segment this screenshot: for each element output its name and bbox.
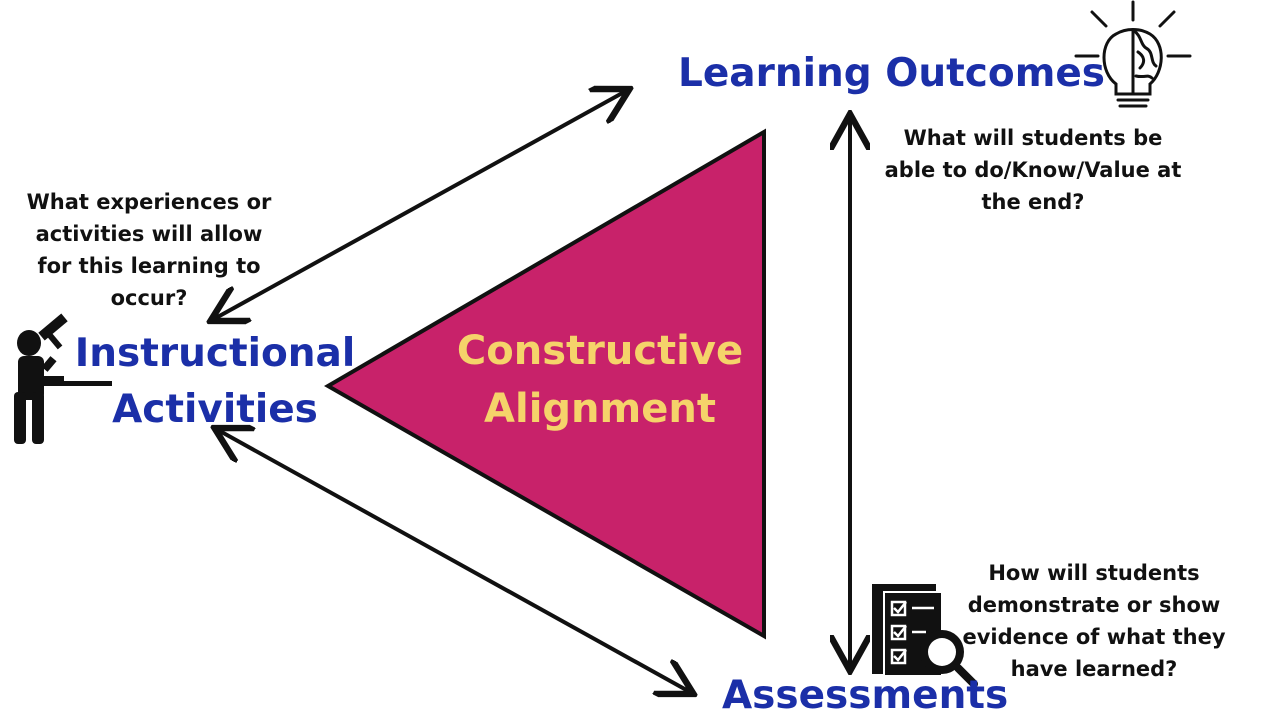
instructional-activities-title-line-2: Activities [112, 387, 318, 432]
assessments-question-line: have learned? [1010, 657, 1178, 681]
instructional-activities-question: What experiences or activities will allo… [4, 186, 294, 314]
instructional-activities-question-line: for this learning to [37, 254, 261, 278]
learning-outcomes-question: What will students be able to do/Know/Va… [868, 122, 1198, 218]
center-title-line-2: Alignment [484, 386, 716, 432]
instructional-activities-question-line: activities will allow [35, 222, 263, 246]
checklist-magnifier-icon [872, 584, 978, 688]
assessments-title: Assessments [722, 673, 1009, 718]
center-title-line-1: Constructive [456, 328, 744, 374]
lightbulb-brain-icon [1074, 0, 1192, 108]
arrow-activities-assessments [218, 430, 690, 692]
assessments-question-line: How will students [988, 561, 1200, 585]
arrow-activities-outcomes [214, 91, 626, 319]
learning-outcomes-question-line: What will students be [903, 126, 1163, 150]
learning-outcomes-question-line: able to do/Know/Value at [884, 158, 1182, 182]
assessments-question: How will students demonstrate or show ev… [954, 557, 1234, 685]
center-title: Constructive Alignment [430, 322, 770, 438]
instructional-activities-title: Instructional Activities [70, 326, 360, 438]
person-hammer-icon [14, 313, 112, 444]
instructional-activities-title-line-1: Instructional [74, 331, 356, 376]
assessments-question-line: demonstrate or show [967, 593, 1221, 617]
learning-outcomes-question-line: the end? [981, 190, 1085, 214]
instructional-activities-question-line: occur? [110, 286, 188, 310]
learning-outcomes-title: Learning Outcomes [678, 51, 1106, 96]
assessments-question-line: evidence of what they [962, 625, 1226, 649]
instructional-activities-question-line: What experiences or [26, 190, 272, 214]
